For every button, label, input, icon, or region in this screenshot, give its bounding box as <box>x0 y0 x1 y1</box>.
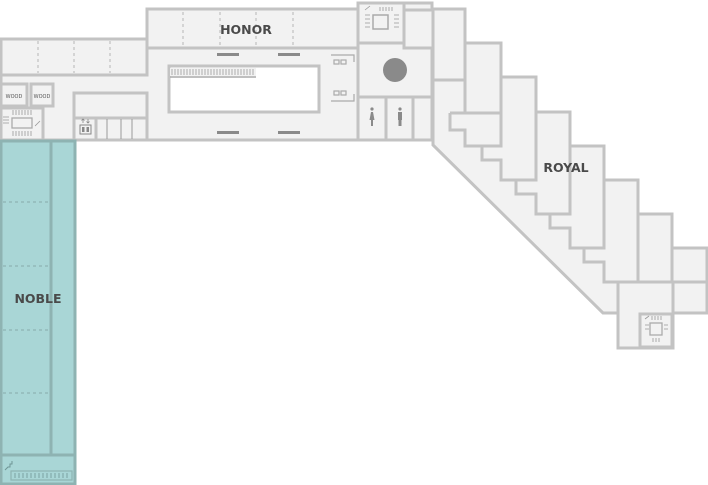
royal-stair-core[interactable] <box>638 312 674 349</box>
storage-label: WOOD <box>6 94 23 100</box>
stairs-icon <box>11 117 33 129</box>
storage-wood-1[interactable] <box>0 82 29 108</box>
atrium-void <box>167 64 321 114</box>
bench <box>217 131 239 134</box>
elevator-icon[interactable] <box>79 118 92 135</box>
info-point-icon[interactable] <box>383 58 407 82</box>
wing-label-noble: NOBLE <box>14 291 61 306</box>
left-upper-band[interactable] <box>0 37 149 77</box>
wing-royal[interactable]: ROYAL <box>431 7 708 350</box>
bench <box>278 131 300 134</box>
bench <box>217 53 239 56</box>
stairs-icon <box>372 14 389 30</box>
storage-label: WOOD <box>34 94 51 100</box>
restrooms[interactable] <box>356 95 434 142</box>
stairs-icon <box>649 322 663 336</box>
railing <box>170 68 256 78</box>
stairs-icon <box>4 461 13 471</box>
hub-side-room[interactable] <box>402 8 436 50</box>
restroom-men-icon <box>398 107 402 126</box>
restroom-women-icon <box>369 107 375 126</box>
railing <box>10 470 73 481</box>
wing-label-honor: HONOR <box>220 22 272 37</box>
wing-honor[interactable]: HONOR <box>145 7 360 50</box>
wing-noble[interactable]: NOBLE <box>0 139 77 485</box>
counter-icon <box>331 54 355 102</box>
storage-wood-2[interactable] <box>29 82 55 108</box>
wing-label-royal: ROYAL <box>543 160 588 175</box>
bench <box>278 53 300 56</box>
